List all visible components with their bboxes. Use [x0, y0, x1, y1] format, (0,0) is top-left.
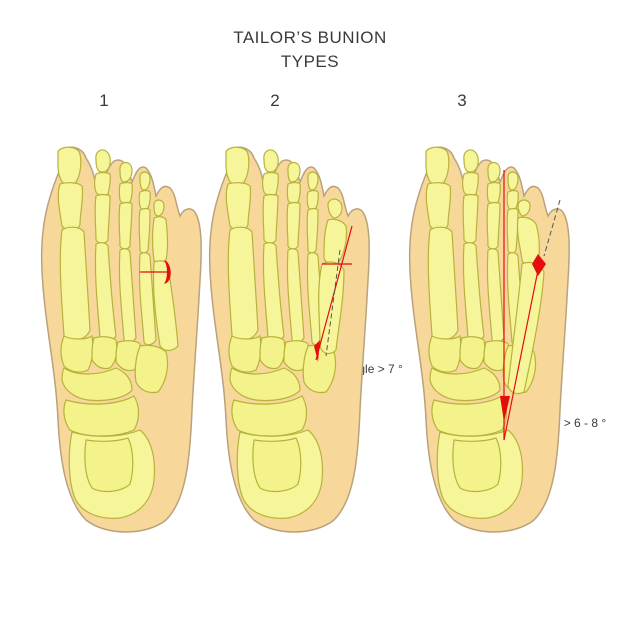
axis-line-5th-metatarsal [503, 259, 541, 441]
toe5-proximal [151, 216, 169, 264]
toe5-distal [153, 199, 165, 217]
panel-3-number: 3 [457, 91, 467, 110]
prominence-marker [532, 254, 546, 276]
foot-diagram-type-1 [40, 146, 202, 533]
foot-diagram-type-2 [208, 146, 370, 533]
foot-diagram-type-3 [408, 146, 570, 533]
toe5-distal [327, 198, 343, 219]
angle-marker [314, 340, 320, 362]
prominence-marker [164, 260, 171, 284]
axis-line-2 [325, 249, 341, 357]
angle-marker [500, 396, 510, 422]
metatarsal-5-bowed [318, 261, 345, 355]
diagram-title-line2: TYPES [280, 52, 340, 71]
toe5-distal [517, 199, 531, 217]
toe-axis-dashed [543, 199, 561, 257]
panel-1-number: 1 [99, 91, 109, 110]
diagram-title-line1: TAILOR’S BUNION [233, 28, 387, 47]
panel-2-number: 2 [270, 91, 280, 110]
